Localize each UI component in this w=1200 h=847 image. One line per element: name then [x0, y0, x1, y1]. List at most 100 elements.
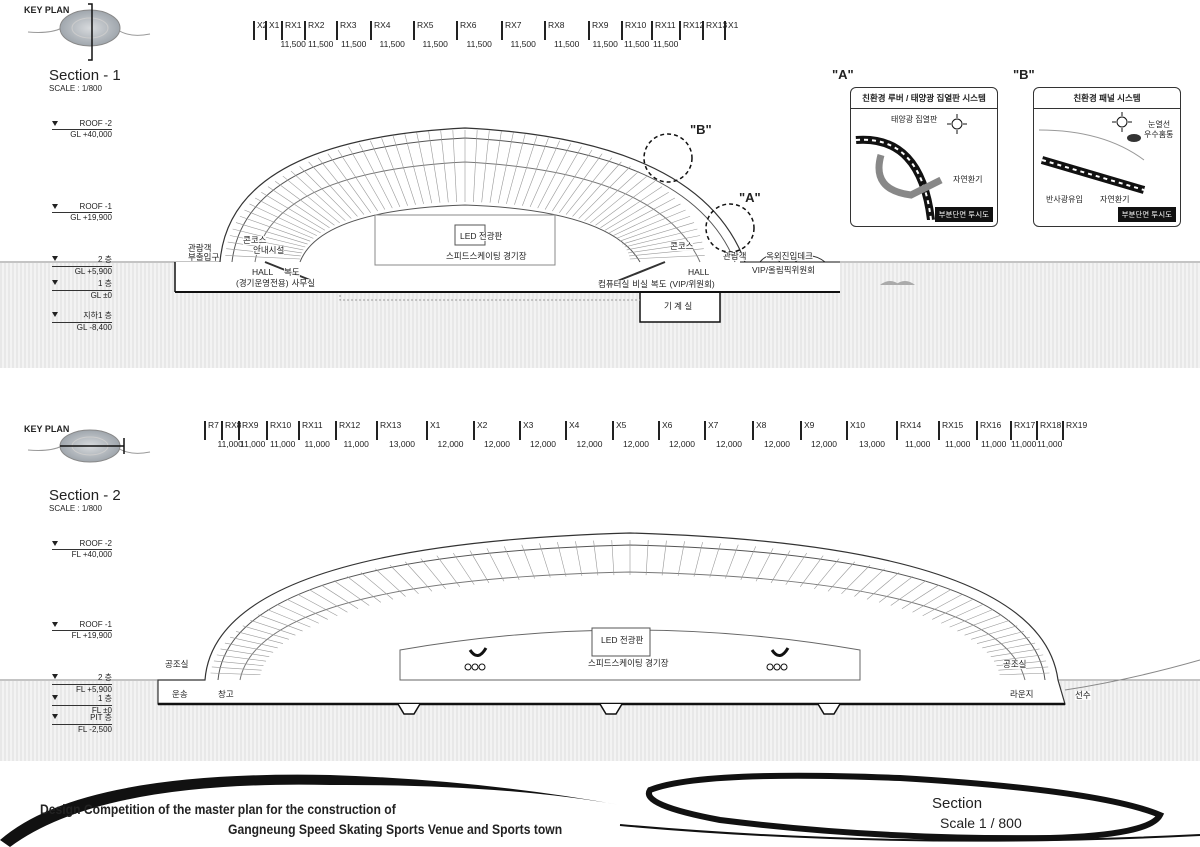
dimension-label: 12,000 — [576, 439, 603, 449]
dimension-label: 11,000 — [1011, 439, 1037, 449]
dimension-label: 11,000 — [217, 439, 243, 449]
grid-line-label: X3 — [519, 421, 533, 440]
grid-line-label: RX9 — [238, 421, 259, 440]
grid-line-label: X2 — [253, 21, 267, 40]
roof-truss — [210, 540, 1050, 676]
callout-b: "B" — [690, 122, 712, 137]
room-label: (VIP/위원회) — [669, 279, 715, 289]
project-title-line-1: Design Competition of the master plan fo… — [40, 802, 396, 817]
detail-a-quote: "A" — [832, 67, 854, 82]
key-plan-label-2: KEY PLAN — [24, 424, 70, 434]
room-label: 관람객 — [723, 251, 747, 261]
level-elevation: GL +5,900 — [74, 267, 112, 276]
dimension-label: 11,000 — [304, 439, 330, 449]
level-elevation: FL +40,000 — [71, 550, 112, 559]
dimension-label: 12,000 — [623, 439, 649, 449]
dimension-label: 11,500 — [422, 39, 448, 49]
room-label: 기 계 실 — [664, 301, 693, 311]
grid-line-label: RX11 — [298, 421, 323, 440]
grid-line-label: RX5 — [413, 21, 434, 40]
grid-line-label: RX8 — [221, 421, 242, 440]
led-board-label: LED 전광판 — [460, 231, 503, 241]
key-plan-label-1: KEY PLAN — [24, 5, 70, 15]
grid-line-label: X2 — [473, 421, 487, 440]
rink-label: 스피드스케이팅 경기장 — [588, 658, 669, 668]
detail-a-panel: 친환경 루버 / 태양광 집열판 시스템 태양광 집열판 자연환기 부분단면 투… — [850, 87, 998, 227]
level-elevation: GL +19,900 — [70, 213, 112, 222]
detail-b-quote: "B" — [1013, 67, 1035, 82]
room-label: 옥외진입데크 — [766, 251, 813, 261]
led-board-label: LED 전광판 — [601, 635, 644, 645]
grid-line-label: X9 — [800, 421, 814, 440]
grid-line-label: RX13 — [702, 21, 727, 40]
dimension-label: 11,000 — [343, 439, 369, 449]
label-insulation: 눈열선 — [1148, 120, 1171, 129]
section-2-scale: SCALE : 1/800 — [49, 504, 102, 513]
section-1-title: Section - 1 — [49, 67, 121, 84]
level-elevation: FL ±0 — [91, 706, 112, 715]
room-label: (경기운영전용) — [236, 278, 289, 288]
grid-line-label: RX11 — [651, 21, 676, 40]
room-label: 공조실 — [165, 659, 189, 669]
section-2-drawing — [157, 532, 1200, 715]
dimension-label: 11,000 — [945, 439, 971, 449]
room-label: 관람객 부출입구 — [188, 243, 220, 262]
grid-line-label: X1 — [426, 421, 440, 440]
dimension-label: 11,000 — [240, 439, 266, 449]
room-label: 공조실 — [1003, 659, 1027, 669]
grid-line-label: RX9 — [588, 21, 609, 40]
sun-icon — [1112, 112, 1132, 132]
grid-line-label: RX12 — [335, 421, 360, 440]
dimension-label: 11,500 — [510, 39, 536, 49]
dimension-label: 12,000 — [764, 439, 790, 449]
grid-line-label: RX7 — [501, 21, 522, 40]
dimension-label: 11,500 — [653, 39, 679, 49]
grid-line-label: X1 — [724, 21, 738, 40]
olympic-logo-left — [464, 647, 488, 671]
room-label: 복도 — [650, 279, 667, 289]
dimension-label: 12,000 — [530, 439, 556, 449]
footer-swoosh — [0, 772, 1200, 847]
level-elevation: FL -2,500 — [78, 725, 112, 734]
level-name: 1 층 — [52, 278, 112, 291]
level-name: ROOF -2 — [52, 539, 112, 550]
room-label: 라운지 — [1010, 689, 1034, 699]
grid-line-label: RX17 — [1010, 421, 1035, 440]
level-name: ROOF -1 — [52, 620, 112, 631]
label-solar-collector: 태양광 집열판 — [891, 115, 938, 124]
room-label: HALL — [252, 267, 274, 277]
label-natural-vent: 자연환기 — [953, 175, 983, 184]
section-2-title: Section - 2 — [49, 487, 121, 504]
grid-line-label: X1 — [265, 21, 279, 40]
level-name: 2 층 — [52, 254, 112, 267]
grid-line-label: RX16 — [976, 421, 1001, 440]
grid-line-label: RX3 — [336, 21, 357, 40]
grid-line-label: X4 — [565, 421, 579, 440]
label-natural-vent: 자연환기 — [1100, 195, 1130, 204]
eco-panel-illustration — [1038, 112, 1146, 194]
dimension-label: 12,000 — [484, 439, 510, 449]
room-label-row-left: (경기운영전용) 사무실 — [236, 278, 316, 288]
grid-line-label: RX14 — [896, 421, 921, 440]
roof-truss — [225, 130, 705, 260]
dimension-label: 11,500 — [341, 39, 367, 49]
dimension-label: 11,000 — [981, 439, 1007, 449]
detail-b-tag: 부분단면 투시도 — [1117, 207, 1176, 222]
detail-b-panel: 친환경 패널 시스템 눈열선 우수홈통 반사광유입 자연환기 부분단면 투시도 — [1033, 87, 1181, 227]
section-1-scale: SCALE : 1/800 — [49, 84, 102, 93]
dimension-label: 13,000 — [859, 439, 885, 449]
grid-line-label: RX4 — [370, 21, 391, 40]
grid-line-label: RX6 — [456, 21, 477, 40]
grid-line-label: R7 — [204, 421, 219, 440]
label-rain-gutter: 우수홈통 — [1144, 130, 1174, 139]
level-name: PIT 층 — [52, 712, 112, 725]
dimension-label: 11,500 — [379, 39, 405, 49]
grid-line-label: RX15 — [938, 421, 963, 440]
level-elevation: GL ±0 — [90, 291, 112, 300]
